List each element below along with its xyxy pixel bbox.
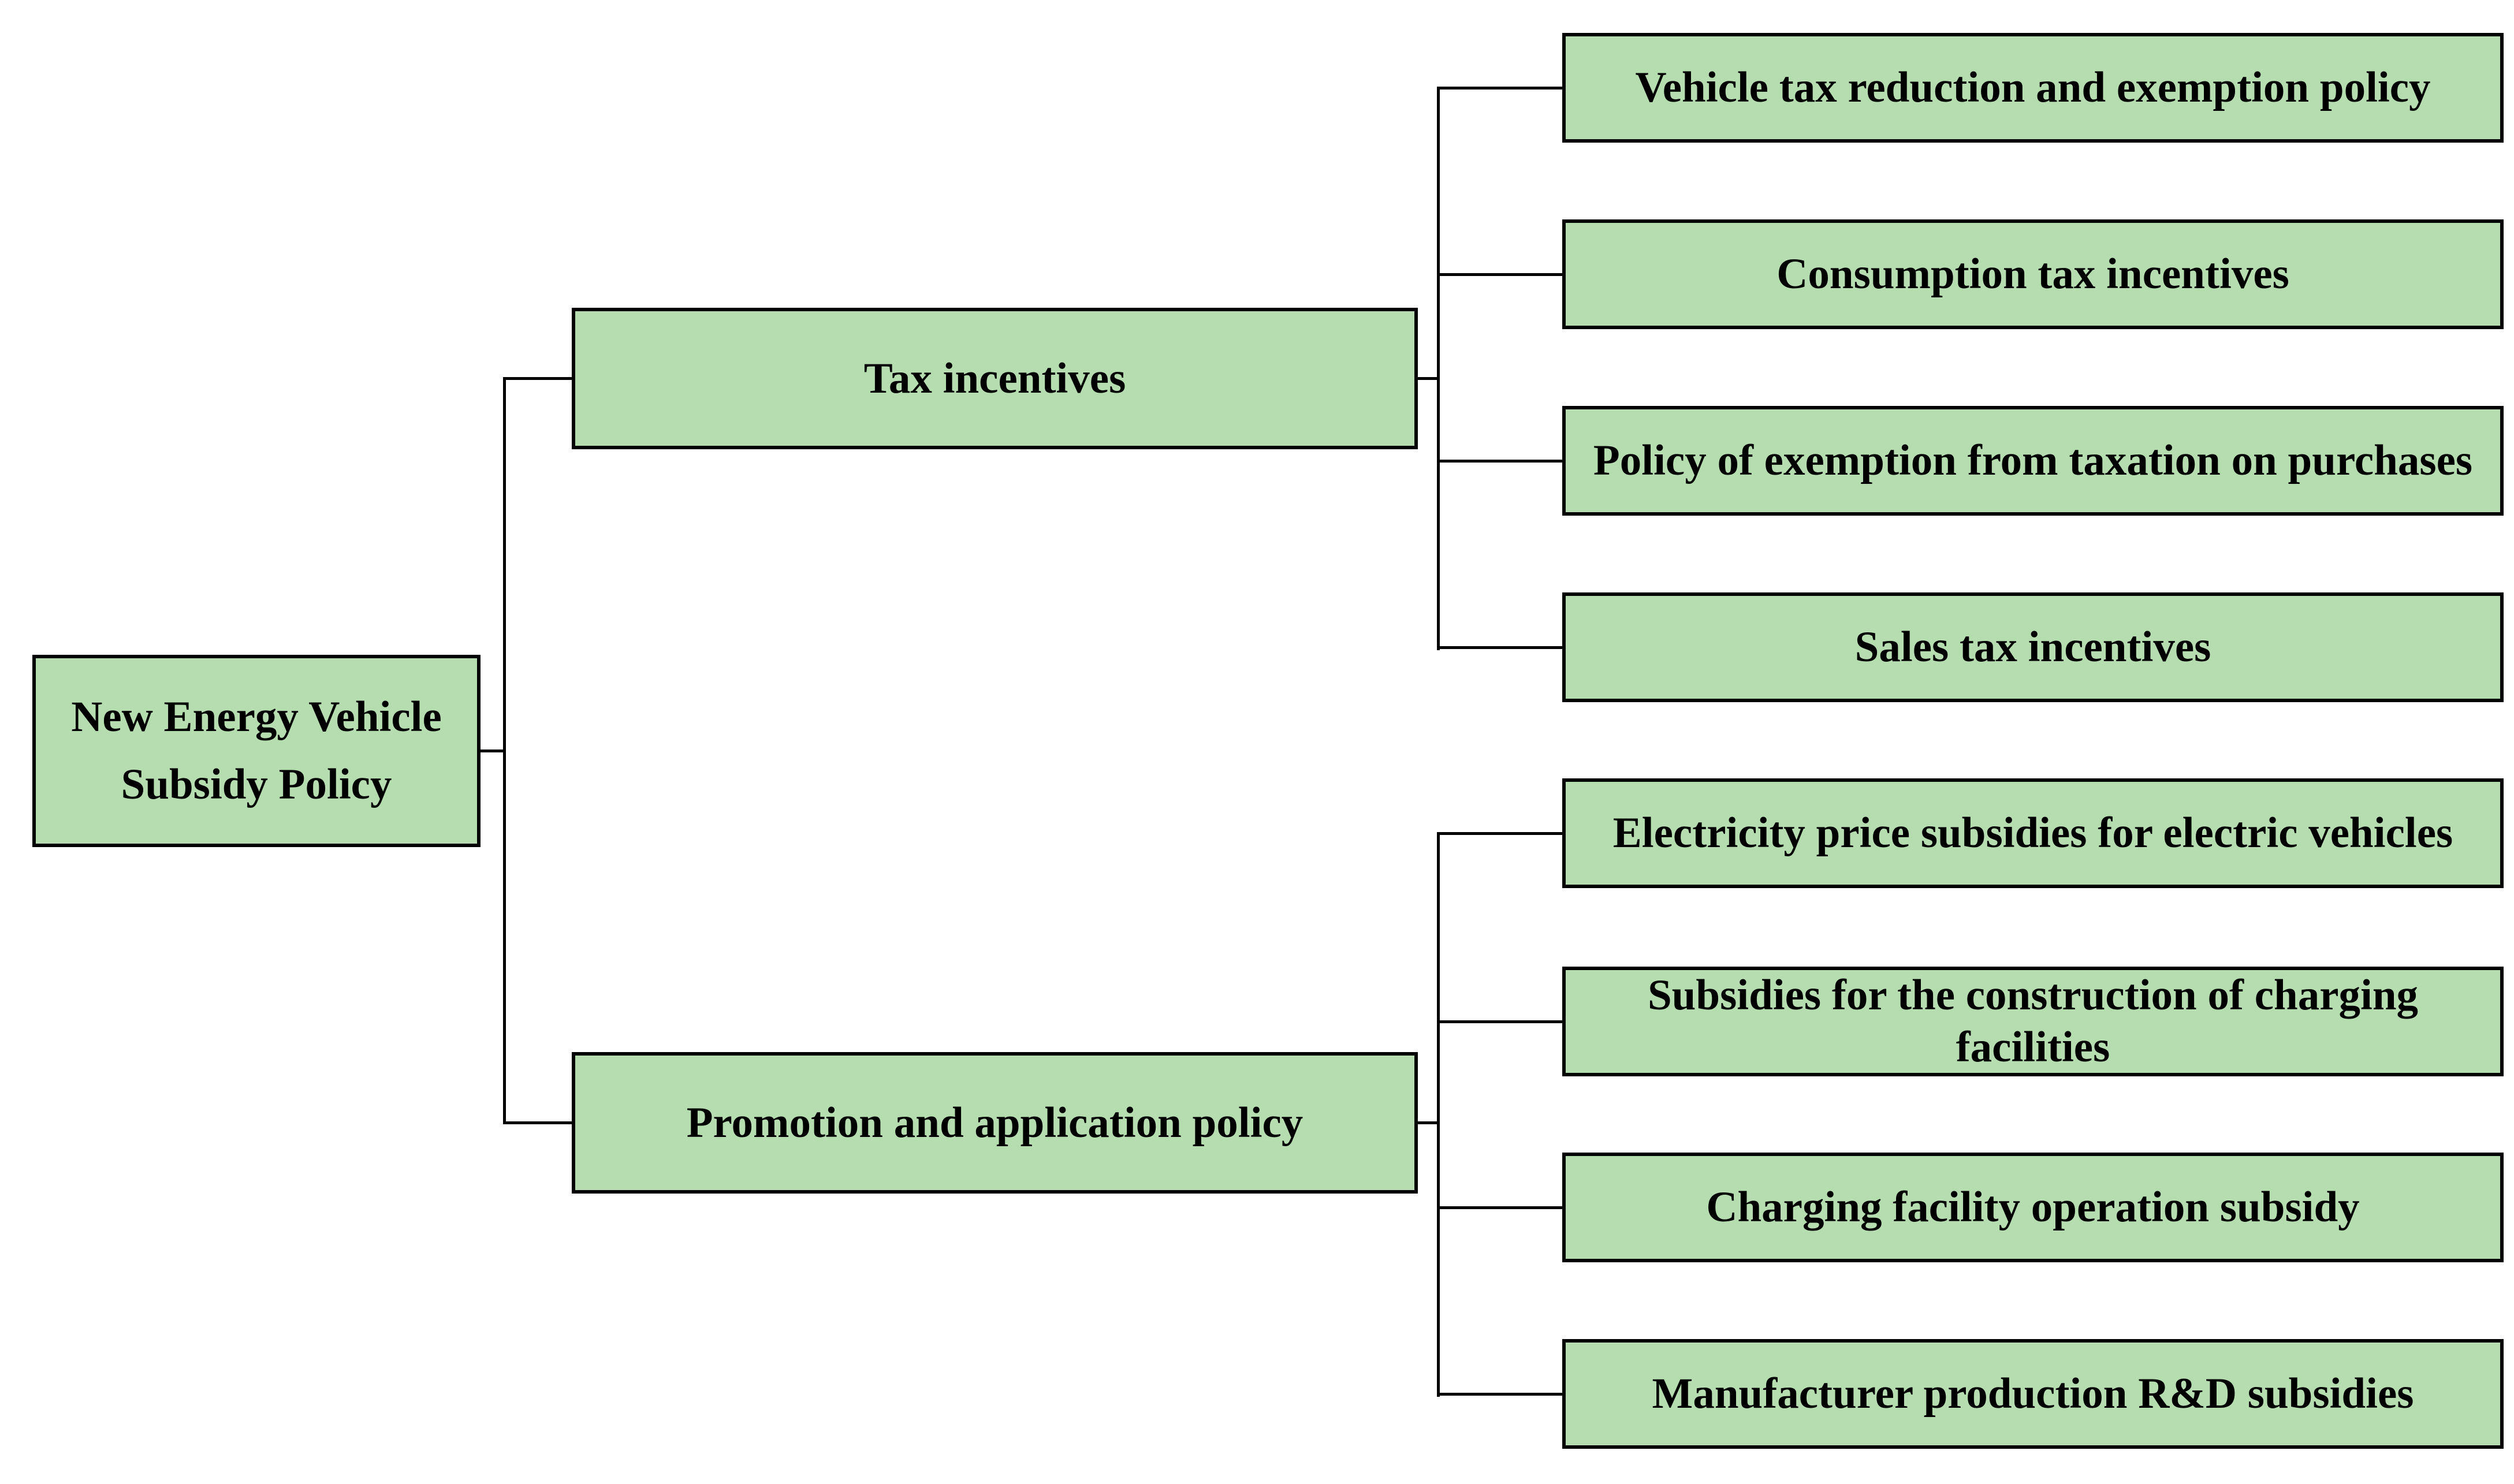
leaf-node-vehicle-tax-reduction-and-exemption-policy: Vehicle tax reduction and exemption poli… bbox=[1562, 33, 2504, 143]
connector-root-stub bbox=[481, 750, 504, 752]
connector-leaf-consumption-tax bbox=[1437, 273, 1562, 276]
connector-left-spine bbox=[503, 377, 506, 1124]
root-node-new-energy-vehicle-subsidy-policy: New Energy Vehicle Subsidy Policy bbox=[32, 655, 481, 847]
connector-promotion-right-stub bbox=[1418, 1121, 1440, 1124]
branch-node-tax-incentives: Tax incentives bbox=[572, 308, 1418, 449]
branch-node-promotion-and-application-policy: Promotion and application policy bbox=[572, 1052, 1418, 1194]
connector-leaf-purchase-tax-exemption bbox=[1437, 460, 1562, 463]
root-node-label-line1: New Energy Vehicle bbox=[71, 693, 442, 741]
leaf-node-sales-tax-incentives: Sales tax incentives bbox=[1562, 592, 2504, 702]
leaf-node-manufacturer-production-rd-subsidies: Manufacturer production R&D subsidies bbox=[1562, 1339, 2504, 1449]
connector-leaf-sales-tax bbox=[1437, 646, 1562, 649]
leaf-node-subsidies-for-the-construction-of-charging-facilities: Subsidies for the construction of chargi… bbox=[1562, 967, 2504, 1076]
connector-promotion-left-stub bbox=[503, 1121, 572, 1124]
connector-leaf-charging-construction-subsidies bbox=[1437, 1020, 1562, 1023]
leaf-node-charging-facility-operation-subsidy: Charging facility operation subsidy bbox=[1562, 1153, 2504, 1262]
leaf-node-electricity-price-subsidies-for-electric-vehicles: Electricity price subsidies for electric… bbox=[1562, 778, 2504, 888]
leaf-node-consumption-tax-incentives: Consumption tax incentives bbox=[1562, 219, 2504, 329]
connector-tax-children-spine bbox=[1437, 87, 1440, 650]
connector-leaf-electricity-price-subsidies bbox=[1437, 832, 1562, 835]
connector-promotion-children-spine bbox=[1437, 832, 1440, 1397]
leaf-node-policy-of-exemption-from-taxation-on-purchases: Policy of exemption from taxation on pur… bbox=[1562, 406, 2504, 516]
connector-tax-right-stub bbox=[1418, 377, 1440, 380]
connector-leaf-vehicle-tax-reduction bbox=[1437, 87, 1562, 90]
root-node-label-line2: Subsidy Policy bbox=[121, 760, 392, 808]
connector-tax-left-stub bbox=[503, 377, 572, 380]
connector-leaf-manufacturer-rd-subsidies bbox=[1437, 1393, 1562, 1396]
connector-leaf-charging-operation-subsidy bbox=[1437, 1206, 1562, 1209]
